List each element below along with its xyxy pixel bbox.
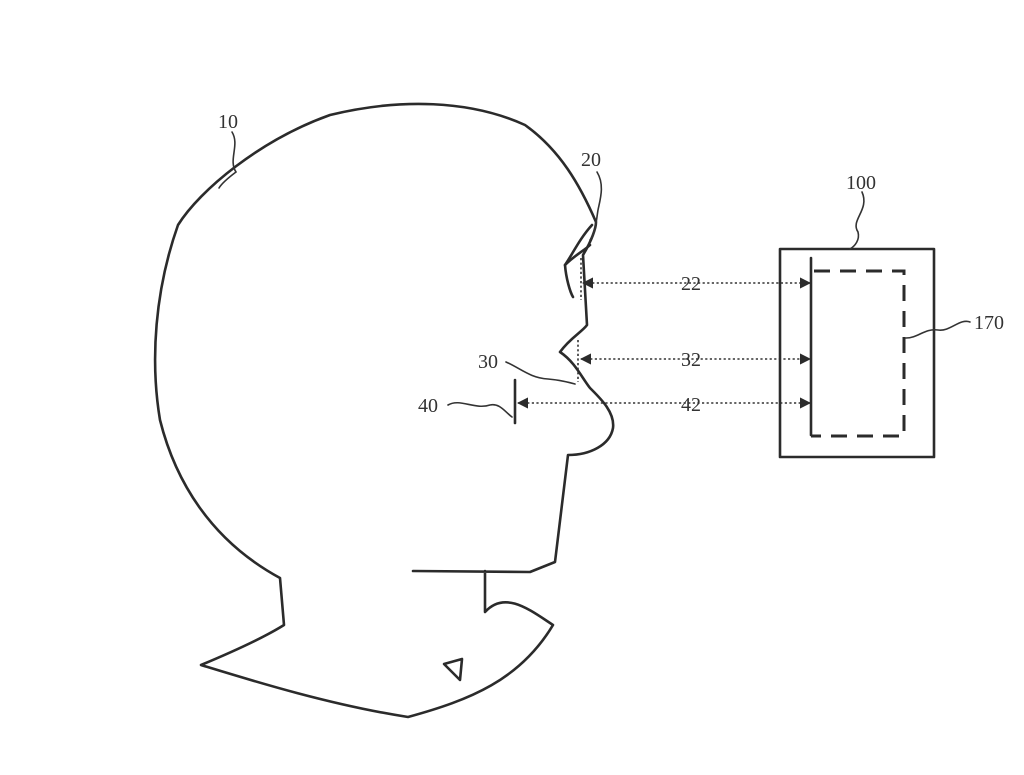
label-32: 32 [681, 349, 701, 371]
label-22: 22 [681, 273, 701, 295]
label-170: 170 [974, 312, 1004, 334]
leader-10 [219, 132, 236, 188]
label-42: 42 [681, 394, 701, 416]
label-10: 10 [218, 111, 238, 133]
eyelid-line [565, 245, 590, 265]
leader-40 [448, 403, 512, 417]
device-box [780, 249, 934, 457]
leader-100 [850, 192, 864, 249]
sensor-region [811, 271, 904, 436]
label-20: 20 [581, 149, 601, 171]
head-outline [155, 104, 613, 717]
label-30: 30 [478, 351, 498, 373]
leader-30 [506, 362, 575, 384]
leader-170 [906, 321, 970, 338]
label-40: 40 [418, 395, 438, 417]
neck-triangle-mark [444, 659, 462, 680]
label-100: 100 [846, 172, 876, 194]
